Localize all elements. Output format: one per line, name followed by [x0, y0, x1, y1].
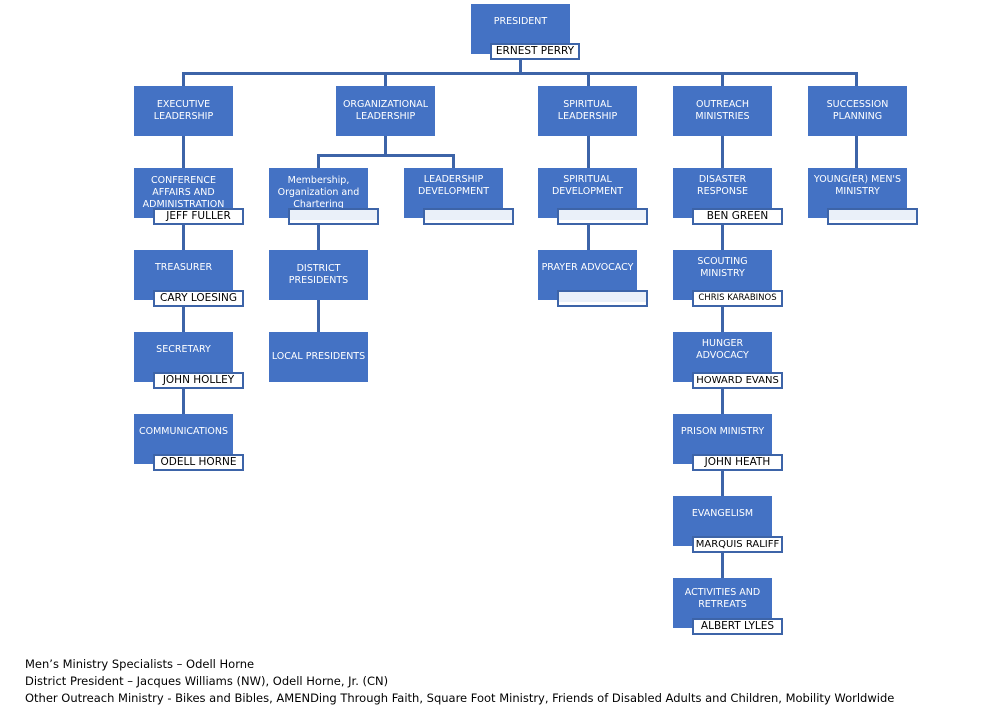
president-title: PRESIDENT: [493, 16, 548, 27]
unit-name: JEFF FULLER: [153, 208, 244, 225]
unit-name: JOHN HEATH: [692, 454, 783, 471]
unit-title: YOUNG(ER) MEN'S MINISTRY: [813, 174, 902, 197]
connector: [182, 72, 185, 86]
connector: [721, 135, 724, 169]
unit-name: HOWARD EVANS: [692, 372, 783, 389]
president-name: ERNEST PERRY: [490, 43, 580, 60]
connector: [721, 225, 724, 251]
connector: [317, 154, 320, 169]
unit-name: BEN GREEN: [692, 208, 783, 225]
connector: [721, 553, 724, 579]
unit-title: TREASURER: [154, 262, 213, 273]
unit-title: SCOUTING MINISTRY: [697, 256, 748, 279]
connector: [182, 225, 185, 251]
dept-title: ORGANIZATIONAL LEADERSHIP: [342, 99, 429, 122]
unit-name: CHRIS KARABINOS: [692, 290, 783, 307]
unit-district-presidents[interactable]: DISTRICT PRESIDENTS: [269, 250, 368, 300]
dept-title: SUCCESSION PLANNING: [826, 99, 889, 122]
unit-title: LEADERSHIP DEVELOPMENT: [417, 174, 490, 197]
unit-title: DISASTER RESPONSE: [697, 174, 748, 197]
unit-name: JOHN HOLLEY: [153, 372, 244, 389]
connector: [317, 154, 454, 157]
unit-title: CONFERENCE AFFAIRS AND ADMINISTRATION: [142, 175, 225, 210]
connector: [182, 387, 185, 415]
dept-title: EXECUTIVE LEADERSHIP: [153, 99, 214, 122]
unit-title: COMMUNICATIONS: [139, 426, 228, 437]
connector: [855, 72, 858, 86]
unit-name: CARY LOESING: [153, 290, 244, 307]
dept-title: SPIRITUAL LEADERSHIP: [557, 99, 618, 122]
footnotes: Men’s Ministry Specialists – Odell Horne…: [25, 656, 894, 707]
unit-title: Membership, Organization and Chartering: [277, 175, 360, 210]
unit-name-empty: [288, 208, 379, 225]
dept-succession-planning[interactable]: SUCCESSION PLANNING: [808, 86, 907, 136]
unit-local-presidents[interactable]: LOCAL PRESIDENTS: [269, 332, 368, 382]
dept-title: OUTREACH MINISTRIES: [695, 99, 750, 122]
connector: [182, 135, 185, 169]
connector: [721, 307, 724, 333]
unit-name-empty: [423, 208, 514, 225]
connector: [519, 53, 522, 73]
unit-name: MARQUIS RALIFF: [692, 536, 783, 553]
connector: [587, 135, 590, 169]
connector: [384, 135, 387, 155]
connector: [384, 72, 387, 86]
unit-title: PRAYER ADVOCACY: [541, 262, 634, 273]
dept-executive-leadership[interactable]: EXECUTIVE LEADERSHIP: [134, 86, 233, 136]
dept-outreach-ministries[interactable]: OUTREACH MINISTRIES: [673, 86, 772, 136]
unit-title: PRISON MINISTRY: [680, 426, 765, 437]
connector: [182, 305, 185, 333]
unit-name-empty: [557, 208, 648, 225]
note-other-outreach: Other Outreach Ministry - Bikes and Bibl…: [25, 691, 895, 705]
unit-title: DISTRICT PRESIDENTS: [288, 263, 349, 286]
note-district-president: District President – Jacques Williams (N…: [25, 674, 389, 688]
unit-title: SECRETARY: [156, 344, 211, 355]
dept-spiritual-leadership[interactable]: SPIRITUAL LEADERSHIP: [538, 86, 637, 136]
unit-name-empty: [557, 290, 648, 307]
connector: [182, 72, 858, 75]
unit-title: EVANGELISM: [691, 508, 754, 519]
connector: [317, 225, 320, 251]
unit-name: ODELL HORNE: [153, 454, 244, 471]
connector: [721, 389, 724, 415]
connector: [855, 135, 858, 169]
note-specialists: Men’s Ministry Specialists – Odell Horne: [25, 657, 255, 671]
unit-name-empty: [827, 208, 918, 225]
unit-disaster-response[interactable]: DISASTER RESPONSE: [673, 168, 772, 218]
unit-name: ALBERT LYLES: [692, 618, 783, 635]
unit-title: SPIRITUAL DEVELOPMENT: [551, 174, 624, 197]
unit-title: LOCAL PRESIDENTS: [271, 351, 366, 362]
unit-title: HUNGER ADVOCACY: [696, 338, 749, 361]
connector: [317, 299, 320, 332]
connector: [721, 72, 724, 86]
dept-organizational-leadership[interactable]: ORGANIZATIONAL LEADERSHIP: [336, 86, 435, 136]
unit-title: ACTIVITIES AND RETREATS: [684, 587, 761, 610]
connector: [721, 471, 724, 497]
connector: [452, 154, 455, 169]
connector: [587, 72, 590, 86]
connector: [587, 225, 590, 251]
unit-hunger-advocacy[interactable]: HUNGER ADVOCACY: [673, 332, 772, 382]
